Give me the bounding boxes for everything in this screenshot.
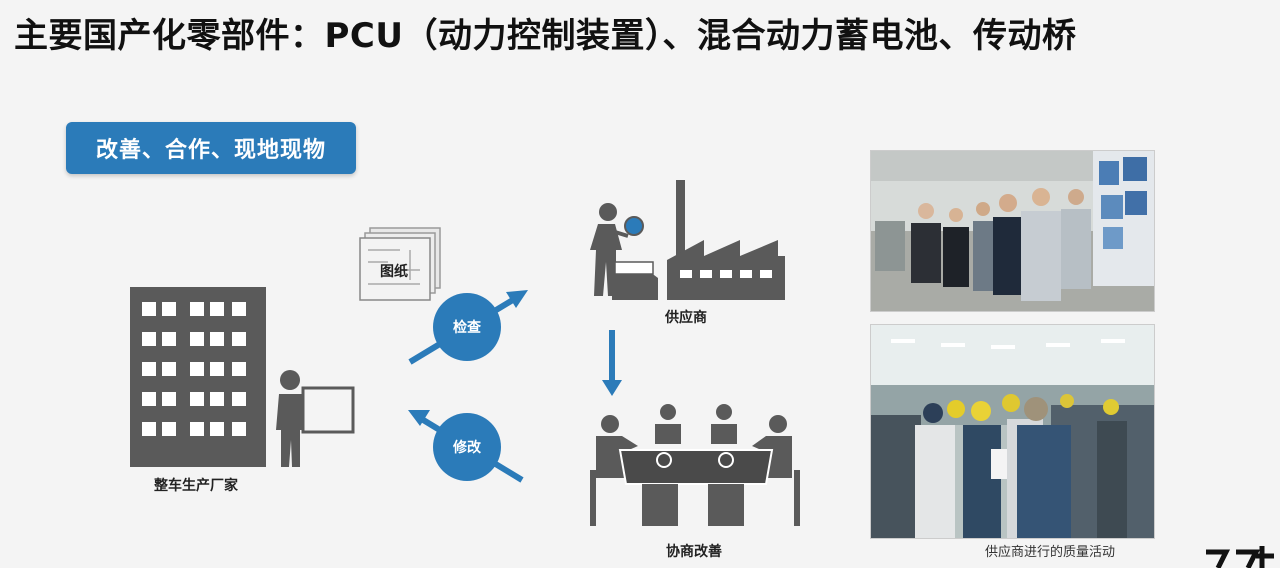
photo-caption: 供应商进行的质量活动 xyxy=(985,545,1116,560)
quality-activity-photo xyxy=(870,324,1155,539)
brand-logo xyxy=(1196,542,1280,568)
presenter-icon xyxy=(276,370,355,467)
inspector-icon xyxy=(590,203,658,300)
consult-label: 协商改善 xyxy=(666,543,722,560)
slide-title: 主要国产化零部件：PCU（动力控制装置）、混合动力蓄电池、传动桥 xyxy=(14,16,1077,56)
drawings-icon: 图纸 xyxy=(359,227,441,301)
supplier-label: 供应商 xyxy=(664,309,707,326)
down-arrow xyxy=(602,330,622,396)
modify-flow: 修改 xyxy=(408,410,524,483)
meeting-icon xyxy=(590,404,800,526)
building-icon xyxy=(130,287,266,467)
drawing-label: 图纸 xyxy=(380,263,408,280)
factory-icon xyxy=(667,180,785,300)
inspect-flow: 检查 xyxy=(408,290,528,365)
manufacturer-label: 整车生产厂家 xyxy=(153,477,239,494)
inspect-label: 检查 xyxy=(453,319,482,336)
theme-badge: 改善、合作、现地现物 xyxy=(66,122,356,174)
modify-label: 修改 xyxy=(452,439,482,456)
supplier-visit-photo xyxy=(870,150,1155,312)
collaboration-diagram: 整车生产厂家 图纸 检查 修改 供应商 xyxy=(130,180,800,560)
